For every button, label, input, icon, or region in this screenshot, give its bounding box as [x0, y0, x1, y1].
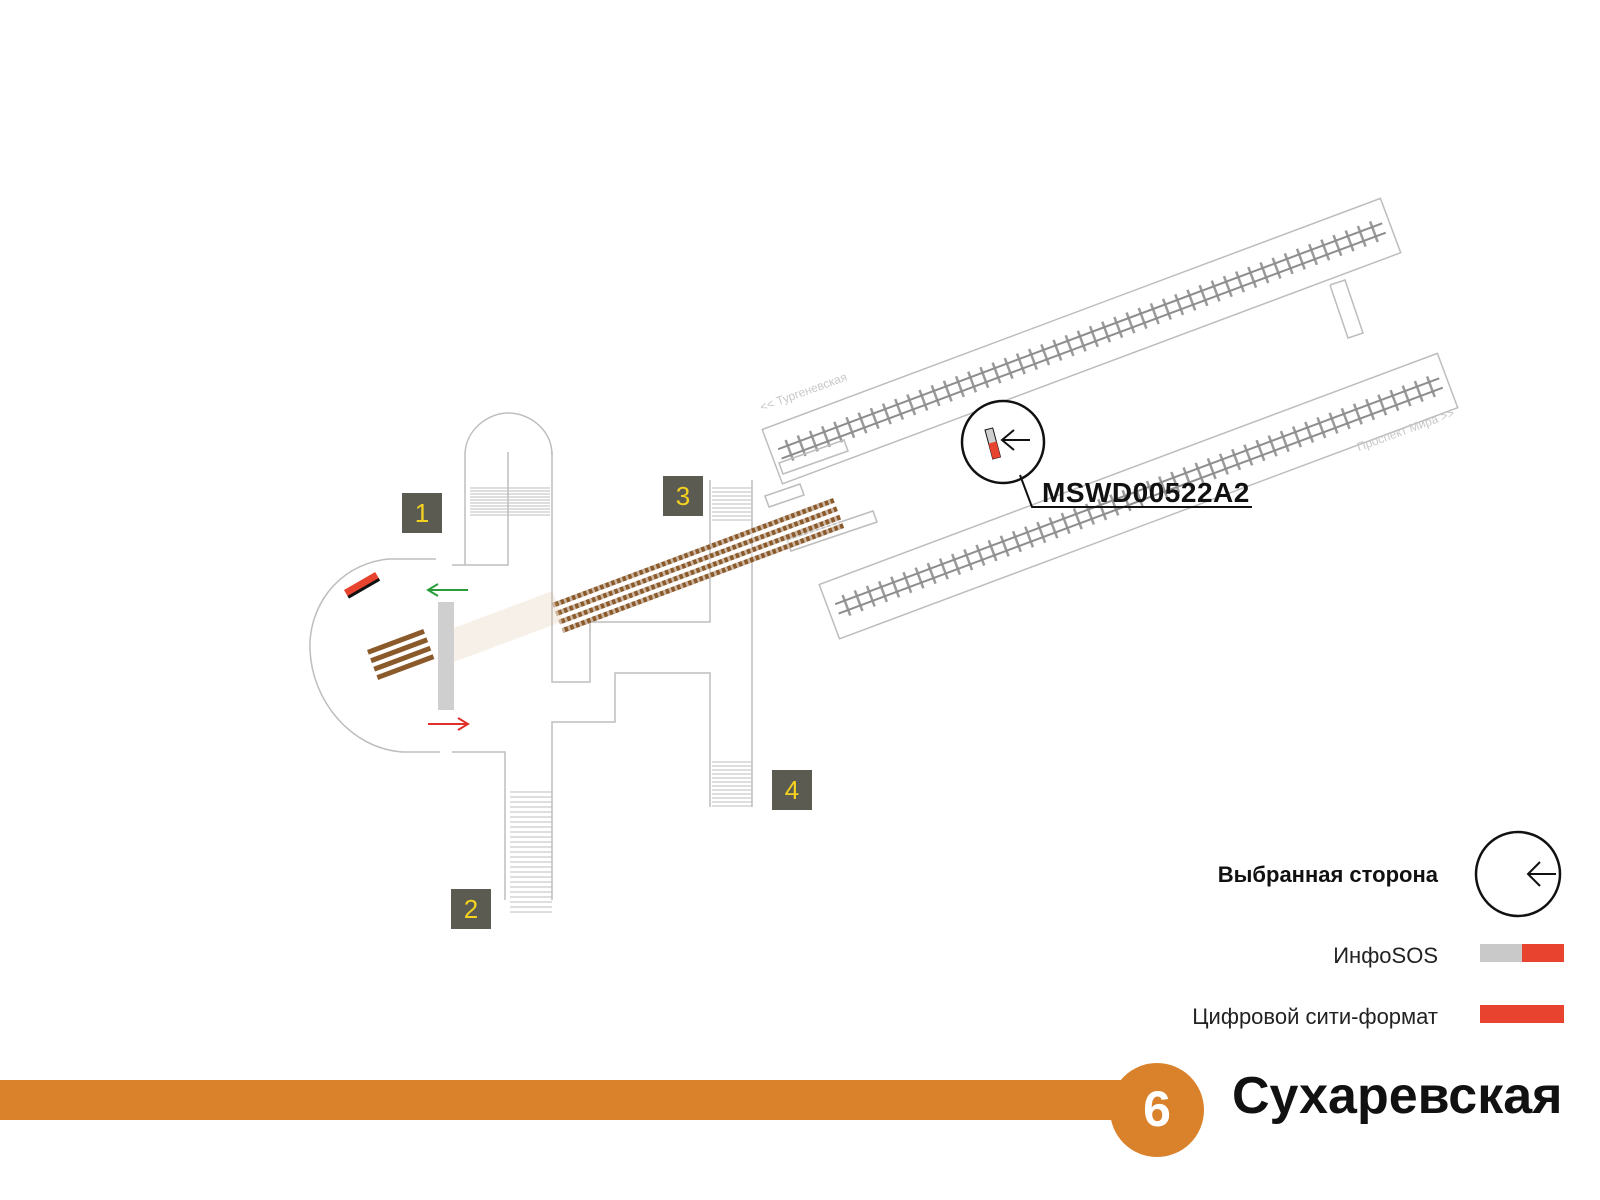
tunnel-tracks — [367, 497, 845, 680]
entry-arrow-icon — [428, 717, 470, 731]
legend-digital-swatch — [1480, 1005, 1564, 1023]
exit-badge-3: 3 — [663, 476, 703, 516]
legend-infosos-label: ИнфоSOS — [1333, 943, 1438, 968]
exit-badge-1: 1 — [402, 493, 442, 533]
line-number: 6 — [1143, 1081, 1171, 1137]
exit-arrow-icon — [426, 583, 468, 597]
station-name: Сухаревская — [1232, 1067, 1563, 1125]
vestibule-outline — [309, 452, 753, 900]
legend-selected-side-icon — [1474, 830, 1562, 918]
legend-selected-side-label: Выбранная сторона — [1217, 862, 1438, 887]
platform-lower — [818, 352, 1459, 640]
legend-digital-label: Цифровой сити-формат — [1192, 1004, 1438, 1029]
exit-badge-2: 2 — [451, 889, 491, 929]
stairs — [470, 487, 752, 913]
legend-infosos-swatch — [1480, 944, 1564, 962]
north-exit-outline — [464, 412, 553, 565]
exit-badge-4: 4 — [772, 770, 812, 810]
panel-code-label: MSWD00522A2 — [1042, 477, 1250, 508]
digital-panel-marker — [344, 572, 381, 599]
turnstile-bar — [438, 602, 454, 710]
platform-upper — [761, 197, 1402, 485]
platform-connector — [1329, 279, 1364, 339]
line-bar — [0, 1063, 1204, 1157]
panel-callout — [960, 399, 1252, 508]
